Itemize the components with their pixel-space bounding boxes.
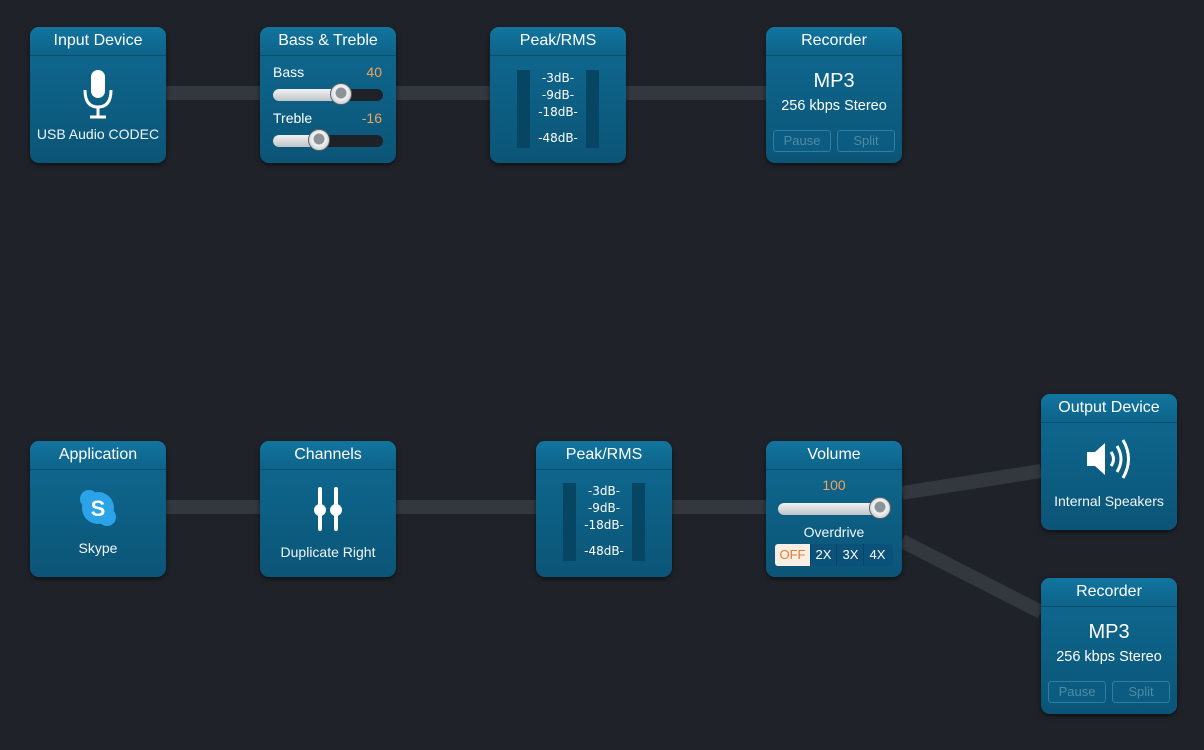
input-device-node[interactable]: Input Device USB Audio CODEC bbox=[30, 27, 166, 163]
volume-slider[interactable] bbox=[778, 497, 891, 519]
node-title: Recorder bbox=[766, 27, 902, 56]
overdrive-4x-button[interactable]: 4X bbox=[865, 544, 890, 566]
meter-level-label: -48dB- bbox=[538, 131, 578, 145]
skype-icon: S bbox=[30, 488, 166, 533]
node-title: Peak/RMS bbox=[490, 27, 626, 56]
sliders-icon bbox=[260, 485, 396, 538]
output-device-node[interactable]: Output Device Internal Speakers bbox=[1041, 394, 1177, 530]
meter-level-label: -48dB- bbox=[584, 544, 624, 558]
channel-mode: Duplicate Right bbox=[280, 544, 376, 560]
left-meter-bar bbox=[517, 70, 530, 148]
node-title: Input Device bbox=[30, 27, 166, 56]
meter-level-label: -18dB- bbox=[538, 105, 578, 119]
volume-slider-thumb[interactable] bbox=[869, 497, 891, 519]
overdrive-3x-button[interactable]: 3X bbox=[838, 544, 864, 566]
overdrive-off-button[interactable]: OFF bbox=[775, 544, 811, 566]
bass-slider-thumb[interactable] bbox=[330, 83, 352, 105]
recording-format: MP3 bbox=[1088, 621, 1130, 643]
overdrive-label: Overdrive bbox=[803, 524, 865, 540]
node-title: Peak/RMS bbox=[536, 441, 672, 470]
node-title: Recorder bbox=[1041, 578, 1177, 607]
meter-level-label: -3dB- bbox=[541, 71, 575, 85]
speaker-icon bbox=[1041, 435, 1177, 488]
recording-quality: 256 kbps Stereo bbox=[1056, 649, 1162, 665]
overdrive-2x-button[interactable]: 2X bbox=[811, 544, 837, 566]
treble-value: -16 bbox=[361, 110, 382, 126]
pause-button[interactable]: Pause bbox=[1048, 681, 1106, 703]
overdrive-selector: OFF 2X 3X 4X bbox=[775, 544, 893, 566]
bass-slider[interactable] bbox=[273, 83, 383, 105]
wire bbox=[900, 464, 1043, 500]
left-meter-bar bbox=[563, 483, 576, 561]
pause-button[interactable]: Pause bbox=[773, 130, 831, 152]
bass-treble-node[interactable]: Bass & Treble Bass 40 Treble -16 bbox=[260, 27, 396, 163]
recording-quality: 256 kbps Stereo bbox=[781, 98, 887, 114]
node-title: Bass & Treble bbox=[260, 27, 396, 56]
peak-rms-meter-node[interactable]: Peak/RMS -3dB- -9dB- -18dB- -48dB- bbox=[536, 441, 672, 577]
split-button[interactable]: Split bbox=[837, 130, 895, 152]
wire bbox=[898, 534, 1045, 619]
meter-level-label: -9dB- bbox=[587, 501, 621, 515]
meter-level-label: -18dB- bbox=[584, 518, 624, 532]
microphone-icon bbox=[30, 68, 166, 125]
meter-level-label: -3dB- bbox=[587, 484, 621, 498]
svg-text:S: S bbox=[91, 496, 106, 521]
volume-value: 100 bbox=[822, 477, 846, 493]
output-device-name: Internal Speakers bbox=[1054, 493, 1164, 509]
application-node[interactable]: Application S Skype bbox=[30, 441, 166, 577]
treble-slider-thumb[interactable] bbox=[308, 129, 330, 151]
device-name: USB Audio CODEC bbox=[36, 126, 160, 142]
bass-value: 40 bbox=[366, 64, 382, 80]
bass-label: Bass bbox=[273, 64, 305, 80]
recorder-node[interactable]: Recorder MP3 256 kbps Stereo Pause Split bbox=[1041, 578, 1177, 714]
node-title: Application bbox=[30, 441, 166, 470]
node-title: Channels bbox=[260, 441, 396, 470]
treble-label: Treble bbox=[273, 110, 313, 126]
meter-level-label: -9dB- bbox=[541, 88, 575, 102]
application-name: Skype bbox=[78, 540, 118, 556]
recorder-node[interactable]: Recorder MP3 256 kbps Stereo Pause Split bbox=[766, 27, 902, 163]
node-title: Output Device bbox=[1041, 394, 1177, 423]
recording-format: MP3 bbox=[813, 70, 855, 92]
peak-rms-meter-node[interactable]: Peak/RMS -3dB- -9dB- -18dB- -48dB- bbox=[490, 27, 626, 163]
treble-slider[interactable] bbox=[273, 129, 383, 151]
right-meter-bar bbox=[586, 70, 599, 148]
split-button[interactable]: Split bbox=[1112, 681, 1170, 703]
node-title: Volume bbox=[766, 441, 902, 470]
right-meter-bar bbox=[632, 483, 645, 561]
channels-node[interactable]: Channels Duplicate Right bbox=[260, 441, 396, 577]
volume-node[interactable]: Volume 100 Overdrive OFF 2X 3X 4X bbox=[766, 441, 902, 577]
